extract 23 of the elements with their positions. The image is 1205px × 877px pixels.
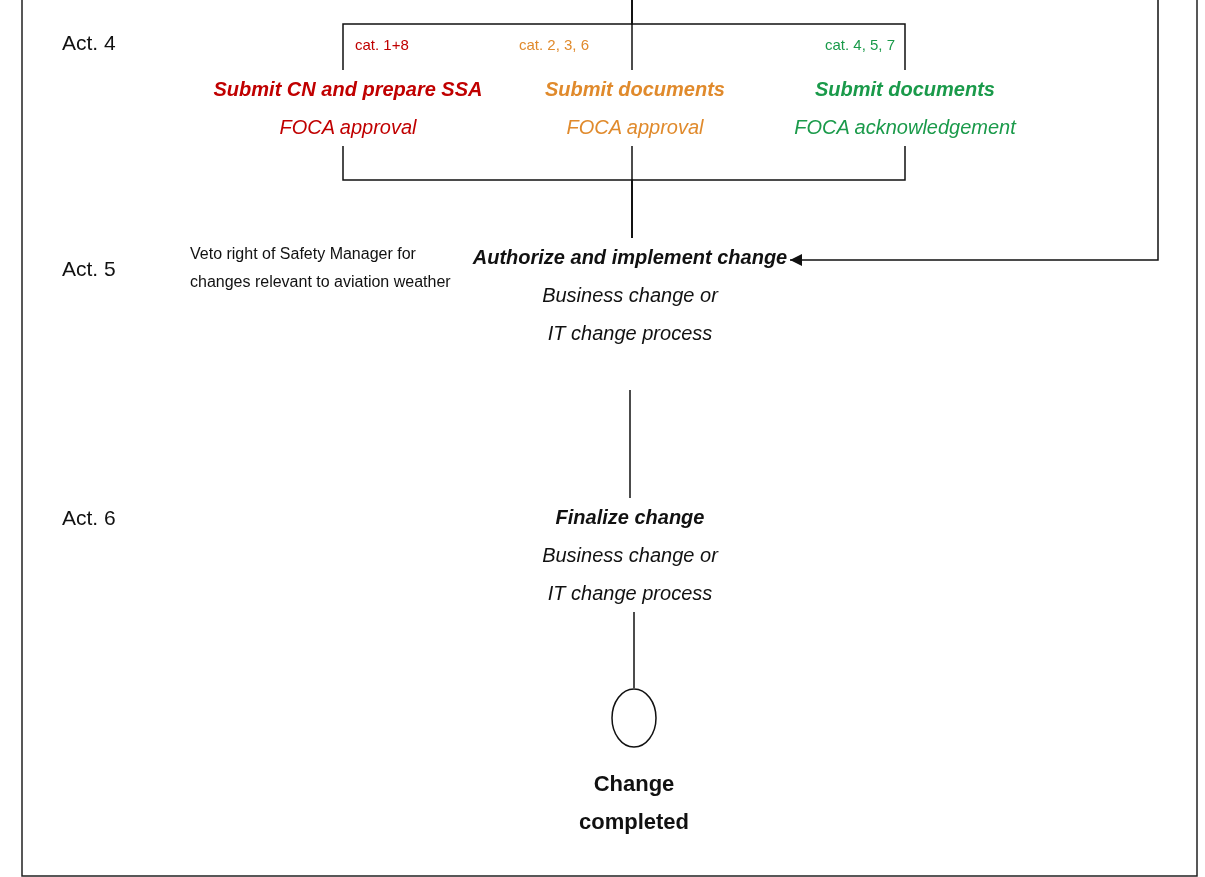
category-label: cat. 4, 5, 7 bbox=[823, 35, 895, 55]
step-note: FOCA approval bbox=[565, 115, 705, 140]
connector-line bbox=[633, 611, 635, 689]
step-title: Finalize change bbox=[554, 505, 706, 530]
step-note: Business change or IT change process bbox=[541, 543, 720, 606]
connector-line bbox=[631, 145, 906, 239]
connector-line bbox=[631, 0, 906, 71]
connector-line bbox=[629, 389, 631, 499]
category-label: cat. 2, 3, 6 bbox=[519, 35, 591, 55]
step-note: FOCA acknowledgement bbox=[793, 115, 1018, 140]
step-title: Submit documents bbox=[544, 77, 726, 102]
arrow bbox=[789, 0, 1159, 266]
note-text: Veto right of Safety Manager for changes relevant to aviation weather bbox=[190, 244, 452, 292]
step-title: Authorize and implement change bbox=[471, 245, 789, 270]
step-title: Submit documents bbox=[814, 77, 996, 102]
step-note: FOCA approval bbox=[278, 115, 418, 140]
category-label: cat. 1+8 bbox=[355, 35, 410, 55]
row-label: Act. 4 bbox=[62, 30, 117, 56]
row-label: Act. 5 bbox=[62, 256, 117, 282]
end-label: Change completed bbox=[578, 770, 690, 836]
step-note: Business change or IT change process bbox=[541, 283, 720, 346]
row-label: Act. 6 bbox=[62, 505, 117, 531]
step-title: Submit CN and prepare SSA bbox=[212, 77, 484, 102]
